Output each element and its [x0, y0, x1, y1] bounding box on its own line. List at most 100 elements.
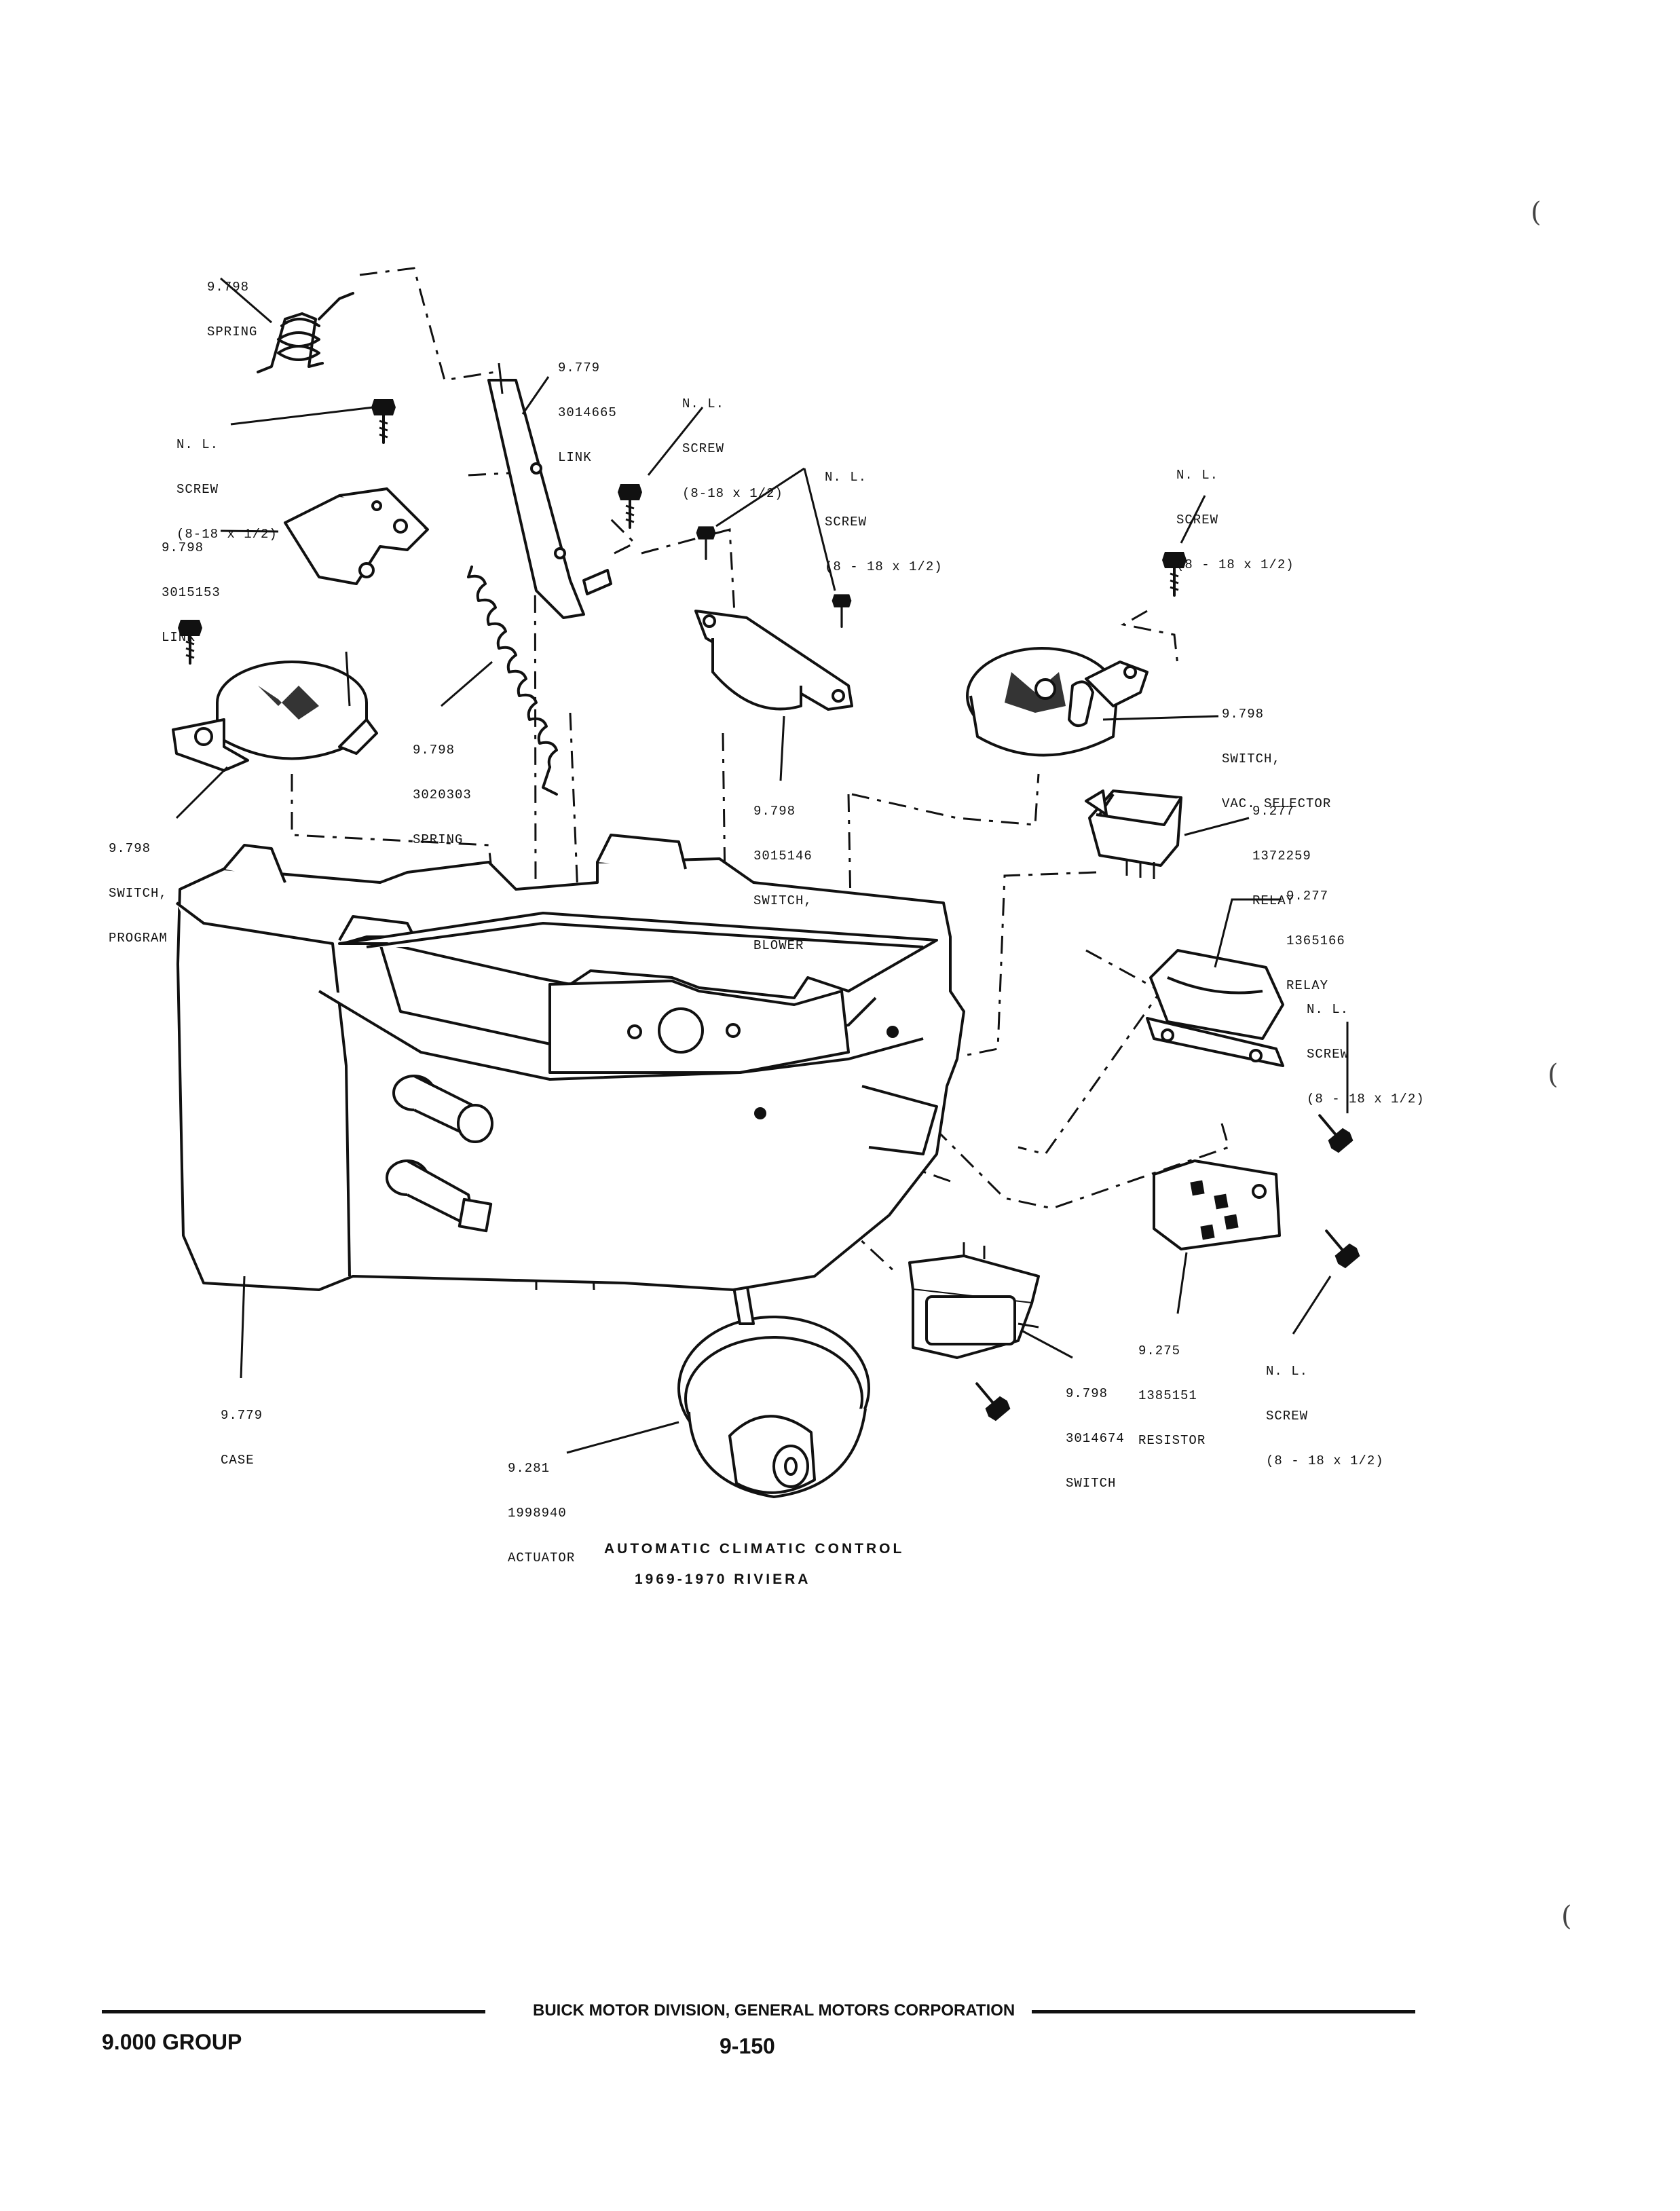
screw-drawings [178, 399, 1360, 1422]
resistor-1385151-drawing [1153, 1159, 1281, 1250]
callout-part: 3014674 [1066, 1431, 1125, 1446]
callout-name-2: VAC. SELECTOR [1222, 796, 1332, 811]
callout-name: SCREW [1266, 1409, 1309, 1424]
callout-group: N. L. [176, 437, 219, 452]
callout-name-2: PROGRAM [109, 931, 168, 946]
callout-name: SPRING [207, 324, 258, 339]
callout-screw-c: N. L. SCREW (8 - 18 x 1/2) [825, 440, 943, 589]
callout-switch-program: 9.798 SWITCH, PROGRAM [109, 811, 168, 961]
callout-link-3015153: 9.798 3015153 LINK [162, 510, 221, 660]
callout-screw-b: N. L. SCREW (8-18 x 1/2) [176, 407, 278, 557]
callout-spring-top: 9.798 SPRING [207, 250, 257, 354]
callout-group: 9.275 [1138, 1343, 1181, 1358]
callout-group: N. L. [1176, 468, 1219, 483]
callout-screw-e: N. L. SCREW (8 - 18 x 1/2) [1307, 972, 1425, 1121]
callout-size: (8 - 18 x 1/2) [1307, 1092, 1425, 1107]
callout-part: 3015146 [753, 849, 813, 863]
callout-name: SWITCH, [1222, 751, 1281, 766]
callout-part: 1372259 [1252, 849, 1311, 863]
callout-name: LINK [558, 450, 592, 465]
callout-screw-a: N. L. SCREW (8-18 x 1/2) [682, 367, 783, 516]
callout-part: 3015153 [162, 585, 221, 600]
footer-rule-left [102, 2010, 485, 2013]
switch-3014674-drawing [908, 1242, 1040, 1359]
callout-spring-3020303: 9.798 3020303 SPRING [413, 713, 472, 862]
callout-name: RESISTOR [1138, 1433, 1206, 1448]
callout-switch-3014674: 9.798 3014674 SWITCH [1066, 1356, 1125, 1506]
callout-name: SWITCH, [753, 893, 813, 908]
callout-group: N. L. [1266, 1364, 1309, 1379]
callout-part: 3014665 [558, 405, 617, 420]
callout-screw-d: N. L. SCREW (8 - 18 x 1/2) [1176, 438, 1294, 587]
relay-1372259-drawing [1085, 789, 1182, 879]
callout-name: SWITCH [1066, 1476, 1117, 1491]
callout-part: 1385151 [1138, 1388, 1197, 1403]
figure-caption-model: 1969-1970 RIVIERA [635, 1572, 811, 1587]
footer-publisher: BUICK MOTOR DIVISION, GENERAL MOTORS COR… [533, 2001, 1015, 2020]
callout-group: N. L. [1307, 1002, 1349, 1017]
callout-name: SCREW [1176, 513, 1219, 527]
callout-name: RELAY [1252, 893, 1295, 908]
callout-part: 3020303 [413, 787, 472, 802]
callout-size: (8-18 x 1/2) [176, 527, 278, 542]
case-9779-drawing [175, 834, 965, 1291]
link-3015153-drawing [284, 487, 429, 585]
spring-top-drawing [257, 292, 354, 373]
callout-name: SCREW [825, 515, 867, 529]
callout-name: SCREW [1307, 1047, 1349, 1062]
callout-name-2: BLOWER [753, 938, 804, 953]
callout-group: 9.779 [221, 1408, 263, 1423]
callout-relay-1365166: 9.277 1365166 RELAY [1286, 859, 1345, 1008]
callout-group: 9.798 [109, 841, 151, 856]
callout-group: 9.779 [558, 360, 601, 375]
callout-group: N. L. [825, 470, 867, 485]
callout-name: LINK [162, 630, 195, 645]
callout-part: 1998940 [508, 1506, 567, 1521]
spring-3020303-drawing [467, 565, 558, 796]
scan-margin-mark: ( [1548, 1059, 1558, 1090]
callout-name: SCREW [682, 441, 725, 456]
program-switch-drawing [172, 651, 378, 772]
callout-switch-vac-selector: 9.798 SWITCH, VAC. SELECTOR [1222, 677, 1331, 826]
callout-size: (8-18 x 1/2) [682, 486, 783, 501]
callout-group: 9.798 [1222, 707, 1265, 722]
callout-name: SCREW [176, 482, 219, 497]
figure-caption-title: AUTOMATIC CLIMATIC CONTROL [604, 1541, 905, 1557]
callout-actuator-1998940: 9.281 1998940 ACTUATOR [508, 1431, 575, 1580]
callout-screw-f: N. L. SCREW (8 - 18 x 1/2) [1266, 1334, 1384, 1483]
callout-size: (8 - 18 x 1/2) [825, 559, 943, 574]
callout-group: N. L. [682, 396, 725, 411]
callout-size: (8 - 18 x 1/2) [1266, 1453, 1384, 1468]
callout-name: RELAY [1286, 978, 1329, 993]
footer-rule-right [1032, 2010, 1415, 2013]
scan-margin-mark: ( [1561, 1901, 1572, 1932]
callout-link-3014665: 9.779 3014665 LINK [558, 331, 617, 480]
link-3014665-drawing [487, 363, 612, 619]
leader-lines [175, 277, 1349, 1454]
callout-group: 9.798 [162, 540, 204, 555]
callout-group: 9.277 [1286, 889, 1329, 904]
callout-name: SWITCH, [109, 886, 168, 901]
callout-group: 9.798 [753, 804, 796, 819]
callout-group: 9.798 [413, 743, 455, 758]
callout-size: (8 - 18 x 1/2) [1176, 557, 1294, 572]
callout-case-9779: 9.779 CASE [221, 1378, 263, 1483]
callout-group: 9.277 [1252, 804, 1295, 819]
callout-relay-1372259: 9.277 1372259 RELAY [1252, 774, 1311, 923]
callout-resistor-1385151: 9.275 1385151 RESISTOR [1138, 1314, 1206, 1463]
actuator-1998940-drawing [677, 1282, 870, 1498]
callout-group: 9.281 [508, 1461, 550, 1476]
callout-name: ACTUATOR [508, 1550, 576, 1565]
callout-switch-blower: 9.798 3015146 SWITCH, BLOWER [753, 774, 813, 968]
callout-name: SPRING [413, 832, 464, 847]
footer-page-number: 9-150 [720, 2034, 775, 2058]
callout-group: 9.798 [1066, 1386, 1108, 1401]
vac-selector-switch-drawing [966, 647, 1149, 757]
footer-group: 9.000 GROUP [102, 2030, 242, 2054]
callout-group: 9.798 [207, 280, 250, 295]
scan-margin-mark: ( [1531, 197, 1542, 228]
callout-part: 1365166 [1286, 933, 1345, 948]
callout-name: CASE [221, 1453, 255, 1468]
